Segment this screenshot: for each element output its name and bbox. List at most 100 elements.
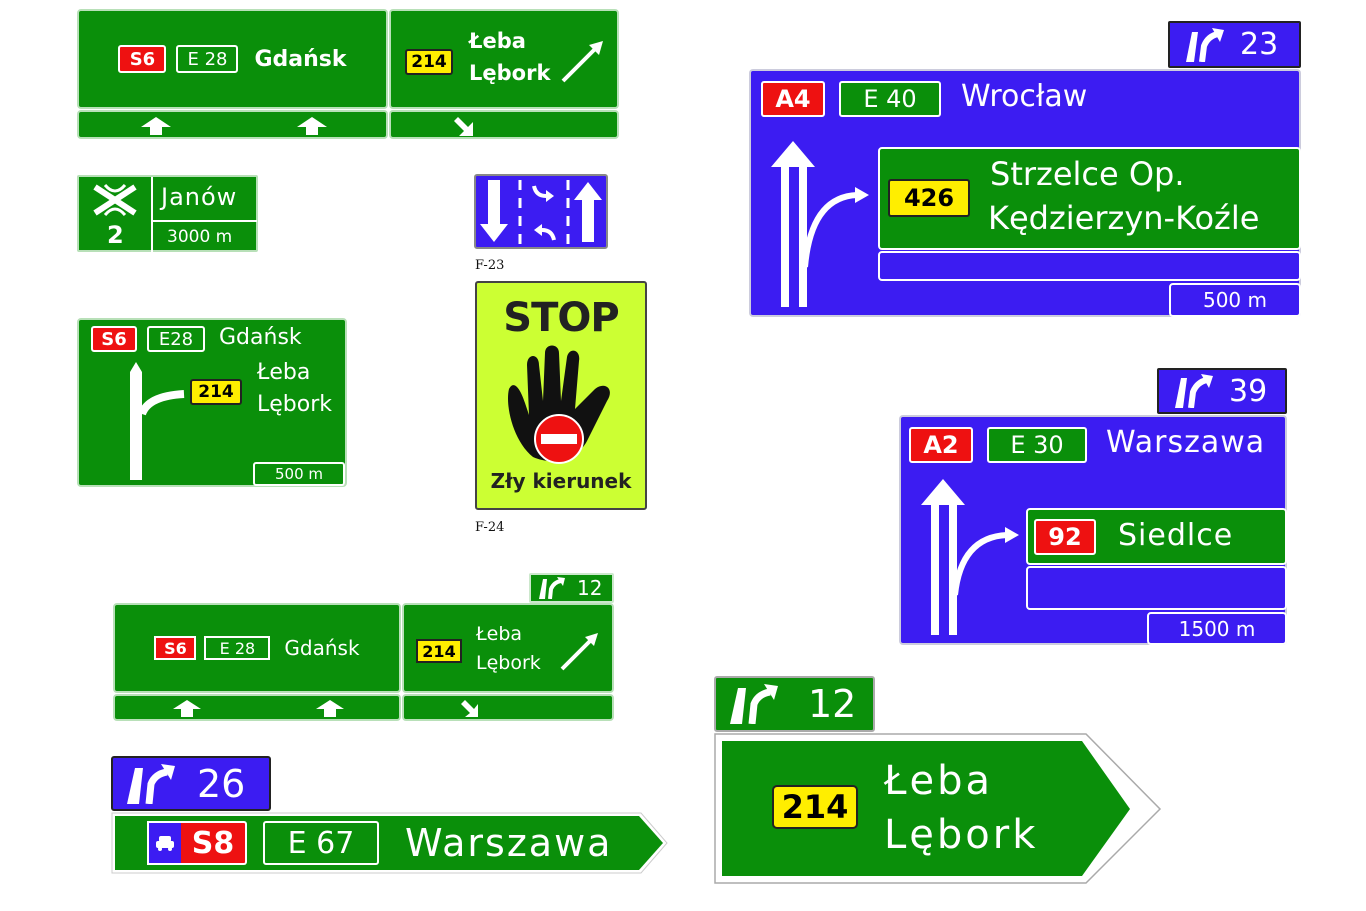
arrow-up-icon	[316, 700, 344, 717]
route-badge: 214	[190, 379, 242, 405]
panel-gdansk: S6 E 28 Gdańsk	[113, 603, 401, 693]
distance-box: 1500 m	[1147, 612, 1287, 645]
route-badge: A4	[761, 81, 825, 117]
distance-label: 500 m	[274, 465, 323, 483]
exit-number-plate: 39	[1157, 368, 1287, 414]
distance-label: 1500 m	[1178, 616, 1256, 641]
city-label: Lębork	[469, 61, 551, 85]
car-icon	[156, 836, 174, 851]
sign-leba-direction	[714, 733, 1162, 884]
sign-janow-interchange: 2 Janów 3000 m	[77, 175, 258, 254]
distance-box: 500 m	[1169, 283, 1301, 317]
distance-label: 500 m	[1202, 288, 1267, 312]
sign-f23-lanes	[474, 174, 608, 249]
euro-route-badge: E 28	[176, 45, 239, 73]
route-badge: A2	[909, 427, 973, 463]
route-badge: S6	[118, 45, 167, 73]
exit-arrow-icon	[771, 141, 869, 307]
exit-arrow-icon	[921, 479, 1019, 635]
route-badge: 214	[416, 639, 462, 663]
panel-gdansk: S6 E 28 Gdańsk	[77, 9, 388, 109]
lane-divider-panel	[1026, 566, 1287, 610]
route-badge: S6	[91, 326, 137, 352]
exit-destination-panel: 92 Siedlce	[1026, 508, 1287, 565]
panel-leba: 214 Łeba Lębork	[389, 9, 619, 109]
city-label: Lębork	[884, 812, 1039, 858]
exit-destination-panel: 426 Strzelce Op. Kędzierzyn-Koźle	[878, 147, 1301, 250]
lane-panel	[77, 110, 388, 139]
city-label: Strzelce Op.	[990, 155, 1185, 193]
panel-leba: 214 Łeba Lębork	[402, 603, 614, 693]
interchange-icon	[93, 183, 137, 217]
exit-ramp-icon	[730, 684, 778, 724]
distance-box: 500 m	[253, 462, 345, 486]
sign-gdansk-leba-overhead-exit: S6 E 28 Gdańsk 214 Łeba Lębork	[113, 603, 614, 721]
lane-panel	[113, 694, 401, 721]
city-label: Siedlce	[1118, 518, 1234, 553]
arrow-diagonal-down-icon	[454, 117, 473, 136]
lane-panel	[389, 110, 619, 139]
sign-gdansk-leba-overhead: S6 E 28 Gdańsk 214 Łeba Lębork	[77, 9, 619, 139]
exit-number-plate: 12	[529, 573, 614, 603]
sign-wroclaw-exit: A4 E 40 Wrocław 426 Strzelce Op. Kędzier…	[749, 69, 1301, 317]
exit-number: 12	[577, 576, 603, 600]
expressway-badge	[147, 821, 181, 865]
route-group: S8 E 67 Warszawa	[147, 820, 612, 866]
city-label: Janów	[161, 183, 238, 211]
route-badge: 426	[888, 179, 970, 217]
arrow-diagonal-icon	[560, 633, 598, 671]
route-badge: S6	[154, 636, 197, 660]
city-label: Lębork	[476, 652, 541, 674]
arrow-diagonal-down-icon	[461, 700, 478, 717]
stop-title: STOP	[503, 295, 619, 341]
arrow-up-icon	[141, 117, 171, 135]
lane-panel	[402, 694, 614, 721]
sign-f24-stop: STOP Zły kierunek	[475, 281, 647, 510]
arrow-diagonal-icon	[561, 41, 603, 83]
hand-icon	[508, 345, 610, 464]
wrong-way-label: Zły kierunek	[490, 469, 632, 493]
arrow-up-icon	[297, 117, 327, 135]
city-label: Warszawa	[1106, 425, 1266, 460]
exit-number-plate: 12	[714, 676, 875, 732]
city-label: Wrocław	[961, 79, 1088, 114]
city-label: Łeba	[469, 29, 526, 53]
exit-ramp-icon	[1186, 27, 1224, 62]
exit-number: 23	[1240, 27, 1279, 62]
city-label: Warszawa	[405, 821, 613, 865]
exit-ramp-icon	[1175, 374, 1213, 408]
euro-route-badge: E 40	[839, 81, 941, 117]
exit-number: 26	[197, 761, 246, 806]
exit-number-plate: 23	[1168, 21, 1301, 68]
sign-gdansk-exit-500m: S6 E28 Gdańsk 214 Łeba Lębork 500 m	[77, 318, 347, 487]
euro-route-badge: E 67	[263, 821, 379, 865]
euro-route-badge: E 28	[204, 636, 271, 660]
city-label: Lębork	[257, 392, 333, 417]
city-label: Łeba	[476, 623, 523, 645]
sign-caption: F-23	[475, 258, 505, 273]
lane-divider-panel	[878, 251, 1301, 281]
city-label: Gdańsk	[254, 46, 347, 72]
city-label: Gdańsk	[219, 325, 302, 350]
exit-number: 2	[107, 221, 124, 249]
exit-ramp-icon	[539, 577, 565, 599]
route-badge: S8	[181, 821, 247, 865]
sign-caption: F-24	[475, 520, 505, 535]
exit-arrow-icon	[130, 362, 185, 480]
city-label: Kędzierzyn-Koźle	[988, 199, 1260, 237]
city-label: Łeba	[884, 758, 993, 804]
city-label: Łeba	[257, 360, 311, 385]
euro-route-badge: E 30	[987, 427, 1087, 463]
lane-arrows-icon	[480, 180, 602, 244]
sign-warszawa-exit: A2 E 30 Warszawa 92 Siedlce 1500 m	[899, 415, 1287, 645]
city-label: Gdańsk	[284, 636, 360, 660]
euro-route-badge: E28	[147, 326, 205, 352]
exit-number: 39	[1229, 373, 1268, 409]
exit-number: 12	[808, 682, 857, 726]
exit-ramp-icon	[127, 763, 175, 804]
arrow-up-icon	[173, 700, 201, 717]
exit-number-plate: 26	[111, 756, 271, 811]
route-badge: 214	[772, 785, 858, 829]
distance-label: 3000 m	[167, 227, 233, 247]
route-badge: 214	[405, 49, 453, 75]
